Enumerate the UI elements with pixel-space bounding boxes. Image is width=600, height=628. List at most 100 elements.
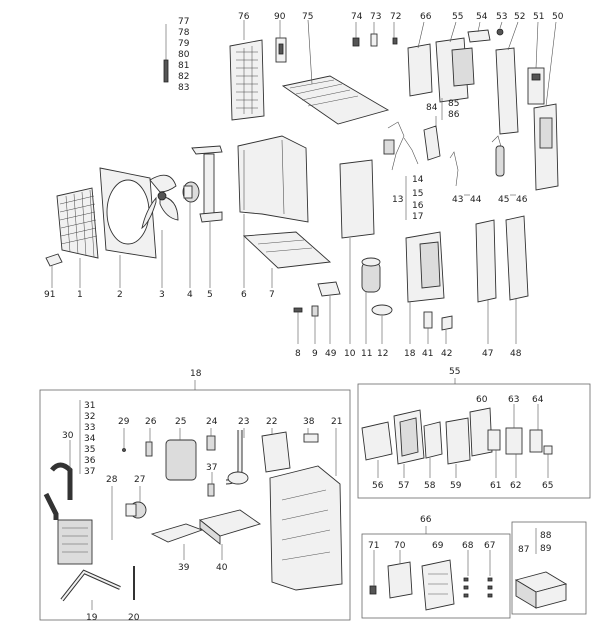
- label-22: 22: [266, 417, 277, 427]
- part-6-condenser: [237, 135, 309, 288]
- part-61: [487, 429, 501, 478]
- group-66-frame: [361, 533, 511, 619]
- part-57: [393, 409, 425, 478]
- label-11: 11: [361, 349, 372, 359]
- label-29: 29: [118, 417, 130, 427]
- label-52: 52: [514, 12, 525, 22]
- part-12-ring: [371, 304, 393, 344]
- part-21-frame: [269, 428, 343, 591]
- label-89: 89: [540, 544, 552, 554]
- part-24-valve: [206, 428, 216, 451]
- group-87-frame: [511, 521, 587, 615]
- part-58: [423, 421, 443, 478]
- label-90: 90: [274, 12, 286, 22]
- leader-lines-18: [69, 400, 309, 502]
- label-72: 72: [390, 12, 401, 22]
- label-8: 8: [295, 349, 301, 359]
- label-28: 28: [106, 475, 118, 485]
- part-49-bracket: [317, 281, 341, 344]
- part-67: [487, 550, 493, 598]
- label-75: 75: [302, 12, 313, 22]
- label-80: 80: [178, 50, 190, 60]
- part-18-unit: [405, 231, 445, 344]
- part-70: [387, 550, 413, 599]
- label-54: 54: [476, 12, 488, 22]
- label-74: 74: [351, 12, 363, 22]
- part-64: [529, 404, 543, 453]
- label-3: 3: [159, 290, 165, 300]
- label-56: 56: [372, 481, 384, 491]
- label-49: 49: [325, 349, 337, 359]
- part-48-panel: [505, 215, 529, 301]
- label-42: 42: [441, 349, 452, 359]
- part-10-partition: [339, 159, 375, 344]
- label-83: 83: [178, 83, 189, 93]
- part-60: [469, 407, 493, 457]
- label-50: 50: [552, 12, 564, 22]
- label-45: 45: [498, 195, 509, 205]
- part-87-box: [514, 571, 568, 609]
- label-61: 61: [490, 481, 501, 491]
- part-19-pipe: [60, 569, 121, 610]
- label-68: 68: [462, 541, 474, 551]
- label-84: 84: [426, 103, 438, 113]
- label-35: 35: [84, 445, 95, 455]
- label-43: 43: [452, 195, 463, 205]
- label-18: 18: [190, 369, 202, 379]
- label-62: 62: [510, 481, 521, 491]
- label-13: 13: [392, 195, 403, 205]
- part-91: [45, 253, 63, 288]
- label-21: 21: [331, 417, 342, 427]
- part-90-plate: [275, 37, 287, 63]
- label-10: 10: [344, 349, 356, 359]
- part-77-83-screw: [163, 24, 169, 83]
- label-46: 46: [516, 195, 528, 205]
- part-55-control-box: [435, 37, 475, 103]
- label-7: 7: [269, 290, 275, 300]
- part-43-44-pipe: [449, 151, 459, 187]
- part-41: [423, 311, 433, 329]
- part-26-valve: [145, 441, 153, 457]
- part-11-compressor: [361, 257, 381, 344]
- label-67: 67: [484, 541, 495, 551]
- label-39: 39: [178, 563, 190, 573]
- label-78: 78: [178, 28, 190, 38]
- part-number-labels: 77 78 79 80 81 82 83 76 90 75 74 73 72 6…: [44, 12, 564, 623]
- part-3-fan: [141, 174, 179, 288]
- part-53: [496, 28, 504, 36]
- part-47-panel: [475, 219, 497, 303]
- part-50-panel: [533, 103, 559, 191]
- label-69: 69: [432, 541, 444, 551]
- part-66-bracket: [407, 43, 433, 97]
- label-76: 76: [238, 12, 250, 22]
- label-66: 66: [420, 515, 432, 525]
- part-69: [421, 559, 455, 611]
- label-26: 26: [145, 417, 157, 427]
- label-33: 33: [84, 423, 95, 433]
- part-59: [445, 417, 471, 478]
- part-40-box: [199, 509, 262, 560]
- group-brackets: [405, 98, 537, 554]
- label-2: 2: [117, 290, 123, 300]
- label-17: 17: [412, 212, 423, 222]
- label-60: 60: [476, 395, 488, 405]
- leader-lines-top: [243, 19, 557, 344]
- part-9: [311, 305, 319, 344]
- part-42: [441, 315, 453, 331]
- label-55: 55: [449, 367, 460, 377]
- label-24: 24: [206, 417, 218, 427]
- label-25: 25: [175, 417, 186, 427]
- label-88: 88: [540, 531, 552, 541]
- label-47: 47: [482, 349, 493, 359]
- label-44: 44: [470, 195, 482, 205]
- part-54: [467, 29, 491, 43]
- label-16: 16: [412, 201, 424, 211]
- label-64: 64: [532, 395, 544, 405]
- label-4: 4: [187, 290, 193, 300]
- label-70: 70: [394, 541, 406, 551]
- part-22-plate: [261, 428, 291, 473]
- part-29: [122, 428, 126, 452]
- label-31: 31: [84, 401, 95, 411]
- label-5: 5: [207, 290, 213, 300]
